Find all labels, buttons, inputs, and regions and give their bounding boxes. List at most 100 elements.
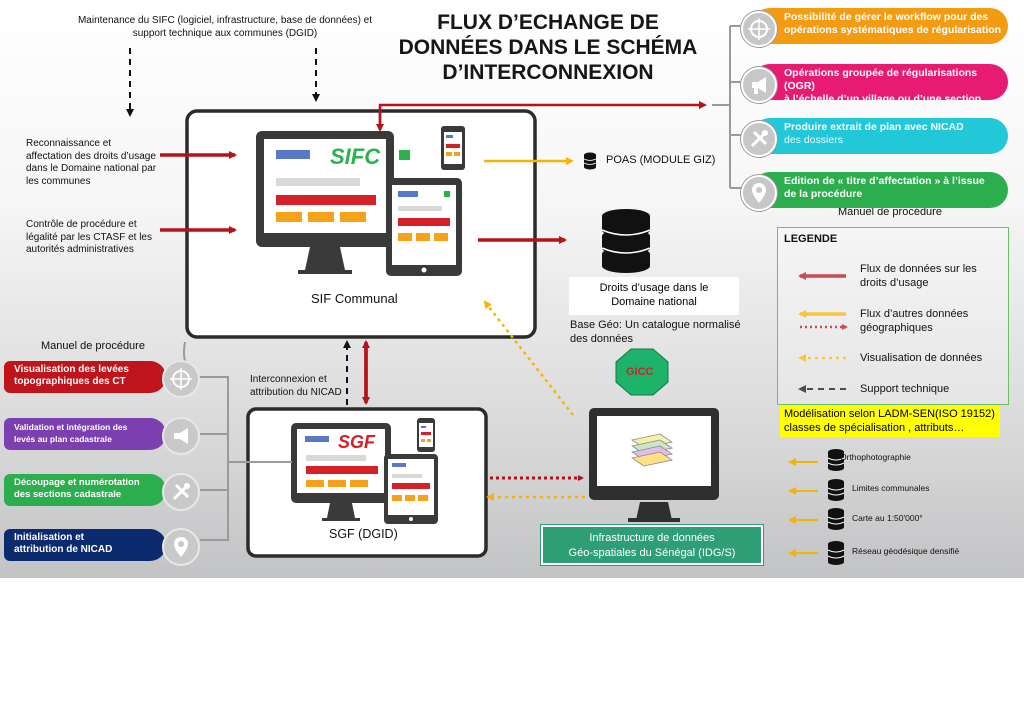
base-geo-text: Base Géo: Un catalogue normalisé des don…	[570, 318, 741, 346]
sgf-label: SGF (DGID)	[329, 527, 398, 541]
megaphone-icon	[162, 417, 200, 455]
sgf-phone-graphic	[417, 418, 435, 452]
target-icon	[741, 11, 777, 47]
right-pill-ogr: Opérations groupée de régularisations (O…	[741, 64, 1008, 105]
input-text-controle: Contrôle de procédure et légalité par le…	[26, 219, 166, 257]
input-line: dans le Domaine national par	[26, 163, 157, 174]
layer-label: Carte au 1:50'000°	[852, 513, 923, 523]
poas-database-icon	[583, 152, 597, 170]
left-pill-initialisation: Initialisation et attribution de NICAD	[4, 528, 200, 566]
legend-item-visualisation: Visualisation de données	[860, 352, 983, 364]
ladm-line-1: Modélisation selon LADM-SEN(ISO 19152)	[784, 408, 995, 420]
right-pill-text: Opérations groupée de régularisations (O…	[784, 67, 1002, 106]
pill-line: attribution de NICAD	[14, 544, 113, 555]
sif-phone-graphic	[441, 126, 465, 170]
pill-line: opérations systématiques de régularisati…	[784, 24, 1002, 36]
sgf-monitor-graphic	[291, 423, 391, 521]
database-icon	[601, 209, 651, 273]
input-text-reconnaissance: Reconnaissance et affectation des droits…	[26, 138, 166, 188]
legend-item-support: Support technique	[860, 383, 950, 395]
layer-arrows	[788, 458, 818, 557]
left-pill-text: Visualisation des levées topographiques …	[14, 364, 162, 388]
title-line-2: DONNÉES DANS LE SCHÉMA	[398, 36, 698, 59]
right-connector	[712, 25, 750, 189]
sif-tablet-graphic	[386, 178, 462, 276]
pill-line: Validation et intégration des	[14, 422, 128, 432]
input-line: Contrôle de procédure et	[26, 219, 137, 230]
title-line-1: FLUX D’ECHANGE DE	[437, 11, 659, 34]
pill-line: Edition de « titre d’affectation » à l’i…	[784, 175, 985, 187]
pill-line: des sections cadastrale	[14, 489, 122, 500]
left-pill-text: Découpage et numérotation des sections c…	[14, 477, 162, 501]
right-pill-workflow: Possibilité de gérer le workflow pour de…	[741, 8, 1008, 47]
input-line: affectation des droits d’usage	[26, 150, 156, 162]
legend-line: géographiques	[860, 322, 933, 334]
layer-label: Orthophotographie	[840, 452, 911, 462]
diagram-title: FLUX D’ECHANGE DE DONNÉES DANS LE SCHÉMA…	[372, 10, 724, 85]
tools-icon	[741, 121, 777, 157]
legend-line: Flux d’autres données	[860, 308, 969, 320]
right-pill-text: Produire extrait de plan avec NICAD des …	[784, 121, 1002, 147]
location-pin-icon	[741, 175, 777, 211]
megaphone-icon	[741, 67, 777, 103]
idgs-line-2: Géo-spatiales du Sénégal (IDG/S)	[568, 547, 736, 559]
left-pill-visualisation: Visualisation des levées topographiques …	[4, 360, 200, 398]
left-pill-validation: Validation et intégration des levés au p…	[4, 417, 200, 455]
pill-line: Visualisation des levées	[14, 364, 129, 375]
gicc-badge	[615, 348, 669, 396]
droits-line-1: Droits d’usage dans le	[599, 282, 709, 294]
left-pill-text: Initialisation et attribution de NICAD	[14, 532, 162, 556]
legend-title: LEGENDE	[784, 233, 838, 245]
location-pin-icon	[162, 528, 200, 566]
pill-line: levés au plan cadastrale	[14, 434, 112, 444]
sgf-tablet-graphic	[384, 454, 438, 524]
ladm-line-2: classes de spécialisation , attributs…	[784, 422, 965, 434]
interconnexion-line-2: attribution du NICAD	[250, 386, 342, 398]
ladm-note: Modélisation selon LADM-SEN(ISO 19152) c…	[780, 405, 1000, 437]
legend-line: Flux de données sur les	[860, 263, 977, 275]
manuel-procedure-left: Manuel de procédure	[41, 340, 145, 352]
layer-db-icons	[827, 449, 845, 565]
maintenance-note-line-2: support technique aux communes (DGID)	[132, 28, 318, 39]
legend-item-droits: Flux de données sur les droits d’usage	[860, 262, 977, 290]
target-icon	[162, 360, 200, 398]
interconnexion-line-1: Interconnexion et	[250, 374, 327, 385]
pill-line: des dossiers	[784, 134, 843, 146]
maintenance-note: Maintenance du SIFC (logiciel, infrastru…	[60, 14, 390, 40]
right-pill-text: Edition de « titre d’affectation » à l’i…	[784, 175, 1002, 201]
pill-line: Initialisation et	[14, 532, 85, 543]
tools-icon	[162, 473, 200, 511]
pill-line: à l’échelle d’un village ou d’une sectio…	[784, 93, 982, 105]
manuel-procedure-right: Manuel de procédure	[838, 206, 942, 218]
droits-line-2: Domaine national	[611, 296, 697, 308]
input-line: les communes	[26, 175, 91, 187]
gicc-label: GICC	[626, 366, 654, 378]
base-geo-line-2: des données	[570, 333, 633, 345]
idgs-monitor-graphic	[589, 408, 719, 522]
left-pill-text: Validation et intégration des levés au p…	[14, 421, 162, 445]
pill-line: topographiques des CT	[14, 376, 126, 387]
sgf-logo: SGF	[338, 432, 376, 452]
layer-label: Limites communales	[852, 483, 930, 493]
visualisation-arrow-sif	[483, 300, 574, 416]
pill-line: Opérations groupée de régularisations (O…	[784, 67, 978, 92]
sifc-logo: SIFC	[330, 144, 381, 169]
sif-monitor-graphic	[256, 131, 410, 274]
pill-line: de la procédure	[784, 188, 863, 200]
pill-line: Découpage et numérotation	[14, 477, 140, 488]
map-layers-icon	[630, 433, 674, 467]
legend-line: droits d’usage	[860, 277, 929, 289]
idgs-label-box: Infrastructure de données Géo-spatiales …	[541, 525, 763, 565]
pill-line: Possibilité de gérer le workflow pour de…	[784, 11, 989, 23]
sif-communal-label: SIF Communal	[311, 291, 398, 306]
input-line: Reconnaissance et	[26, 138, 112, 149]
right-pill-extrait: Produire extrait de plan avec NICAD des …	[741, 118, 1008, 157]
input-line: légalité par les CTASF et les	[26, 231, 152, 243]
pill-line: Produire extrait de plan avec NICAD	[784, 121, 964, 133]
idgs-line-1: Infrastructure de données	[589, 532, 715, 544]
poas-label: POAS (MODULE GIZ)	[606, 154, 716, 166]
interconnexion-label: Interconnexion et attribution du NICAD	[250, 374, 342, 399]
legend-box: LEGENDE Flux de données sur les droits d…	[777, 227, 1009, 405]
right-pill-edition: Edition de « titre d’affectation » à l’i…	[741, 172, 1008, 211]
